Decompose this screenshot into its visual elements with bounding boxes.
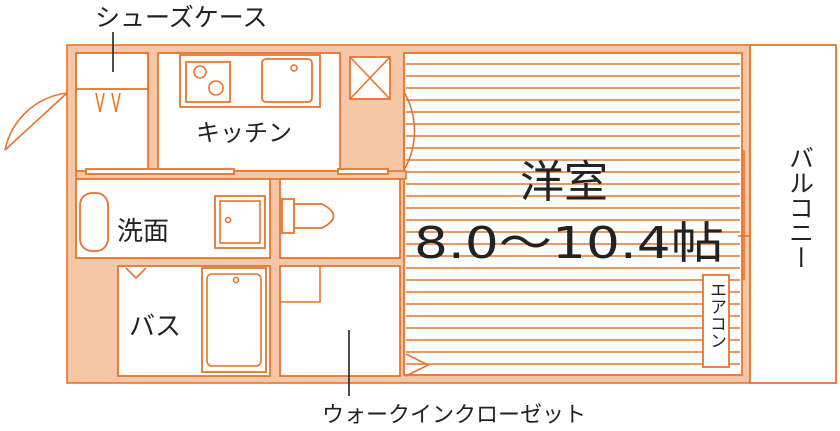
room-door: [403, 91, 416, 171]
kitchen-label: キッチン: [196, 119, 292, 147]
leader-lines: [112, 32, 350, 396]
aircon-unit: [702, 274, 730, 368]
stove: [185, 61, 231, 103]
western-room-label: 洋室: [520, 157, 608, 208]
entrance-door: [4, 92, 68, 151]
toilet-area: [279, 178, 401, 259]
aircon-label: エアコン: [706, 281, 726, 349]
toilet-bowl: [293, 203, 335, 229]
shoe-case-label: シューズケース: [95, 3, 268, 32]
balcony-area: [749, 44, 837, 384]
balcony-label: バルコニー: [786, 145, 815, 270]
floor-lines: [406, 63, 740, 365]
wash-basin: [79, 192, 109, 252]
walk-in-closet-label: ウォークインクローゼット: [322, 403, 586, 428]
kitchen-area: [157, 52, 341, 172]
entrance-area: [75, 52, 149, 172]
shoe-case: [75, 52, 149, 90]
bathtub: [201, 267, 267, 373]
room-trim: [405, 150, 750, 377]
storage-box: [349, 56, 391, 100]
western-room-size-label: 8.0～10.4帖: [414, 218, 724, 269]
western-room: [403, 52, 743, 376]
bath-area: [117, 265, 271, 377]
bath-label: バス: [129, 312, 181, 342]
toilet-tank: [281, 198, 295, 234]
washroom-label: 洗面: [117, 217, 169, 247]
hall-partition: [75, 168, 407, 180]
sink: [261, 58, 313, 103]
washing-machine: [214, 195, 266, 249]
walk-in-closet-area: [279, 265, 401, 377]
washroom-area: [75, 178, 271, 259]
